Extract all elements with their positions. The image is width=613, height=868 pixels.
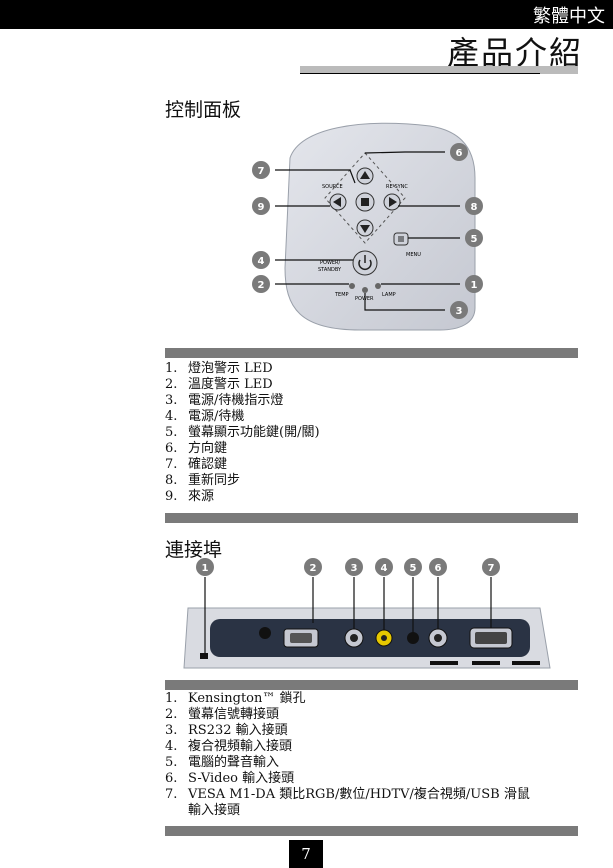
section-divider (165, 513, 578, 523)
arrow-down-icon (360, 225, 370, 233)
power-standby-label-2: STANDBY (318, 267, 342, 273)
list-item: 1.燈泡警示 LED (165, 361, 273, 376)
callout-6: 6 (456, 148, 463, 159)
arrow-right-icon (389, 197, 397, 207)
list-item: 9.來源 (165, 489, 215, 504)
arrow-up-icon (360, 171, 370, 179)
list-item: 8.重新同步 (165, 473, 241, 488)
callout-1: 1 (471, 280, 478, 291)
list-item: 2.溫度警示 LED (165, 377, 273, 392)
port-callout-4: 4 (381, 563, 388, 574)
resync-label: RE-SYNC (386, 184, 408, 190)
title-underline-rule (300, 73, 540, 74)
port-callout-5: 5 (410, 563, 417, 574)
power-icon (358, 255, 372, 270)
list-item: 3.電源/待機指示燈 (165, 393, 284, 408)
audio-input-port (407, 632, 419, 644)
list-item: 4.電源/待機 (165, 409, 245, 424)
directional-keys[interactable] (329, 167, 401, 237)
callout-4: 4 (258, 256, 265, 267)
menu-label: MENU (406, 252, 421, 258)
menu-icon (398, 236, 404, 242)
enter-icon (361, 198, 369, 206)
callout-9: 9 (258, 202, 265, 213)
header-bar (0, 0, 613, 29)
lamp-led (375, 283, 381, 289)
port-callout-3: 3 (351, 563, 358, 574)
page-number: 7 (289, 840, 323, 868)
list-item: 7.確認鍵 (165, 457, 228, 472)
power-socket-icon (259, 627, 271, 639)
chapter-title: 產品介紹 (446, 34, 583, 72)
callout-7: 7 (258, 166, 265, 177)
title-underline-bar (300, 66, 578, 74)
temp-led (349, 283, 355, 289)
control-panel-heading: 控制面板 (165, 99, 242, 121)
list-item: 5.螢幕顯示功能鍵(開/關) (165, 425, 320, 440)
list-item: 輸入接頭 (188, 803, 241, 818)
temp-label: TEMP (334, 292, 349, 298)
port-callout-7: 7 (488, 563, 495, 574)
callout-5: 5 (471, 234, 478, 245)
list-item: 5.電腦的聲音輸入 (165, 755, 280, 770)
arrow-left-icon (333, 197, 341, 207)
list-item: 6.方向鍵 (165, 441, 228, 456)
callout-2: 2 (258, 280, 265, 291)
power-standby-label-1: POWER/ (320, 260, 341, 266)
list-item: 1.Kensington™ 鎖孔 (165, 691, 306, 706)
ports-heading: 連接埠 (165, 539, 223, 561)
section-divider (165, 826, 578, 836)
power-led (362, 287, 368, 293)
source-label: SOURCE (322, 184, 343, 190)
port-callout-1: 1 (202, 563, 209, 574)
list-item: 4.複合視頻輸入接頭 (165, 739, 293, 754)
arrow-frame (324, 152, 406, 244)
port-callout-6: 6 (435, 563, 442, 574)
language-label: 繁體中文 (533, 6, 605, 27)
section-divider (165, 680, 578, 690)
callout-8: 8 (471, 202, 478, 213)
control-panel-legend: 1.燈泡警示 LED 2.溫度警示 LED 3.電源/待機指示燈 4.電源/待機… (165, 361, 578, 505)
list-item: 2.螢幕信號轉接頭 (165, 707, 280, 722)
kensington-lock-icon (200, 653, 208, 659)
list-item: 3.RS232 輸入接頭 (165, 723, 288, 738)
section-divider (165, 348, 578, 358)
ports-legend: 1.Kensington™ 鎖孔 2.螢幕信號轉接頭 3.RS232 輸入接頭 … (165, 691, 578, 819)
port-callout-2: 2 (310, 563, 317, 574)
control-panel-illustration: SOURCE RE-SYNC MENU POWER/ STANDBY TEMP … (252, 122, 483, 331)
callout-3: 3 (456, 306, 463, 317)
lamp-label: LAMP (382, 292, 396, 298)
list-item: 6.S-Video 輸入接頭 (165, 771, 295, 786)
list-item: 7.VESA M1-DA 類比RGB/數位/HDTV/複合視頻/USB 滑鼠 (165, 787, 530, 802)
ports-illustration: 1 2 3 4 5 6 7 (183, 558, 551, 669)
